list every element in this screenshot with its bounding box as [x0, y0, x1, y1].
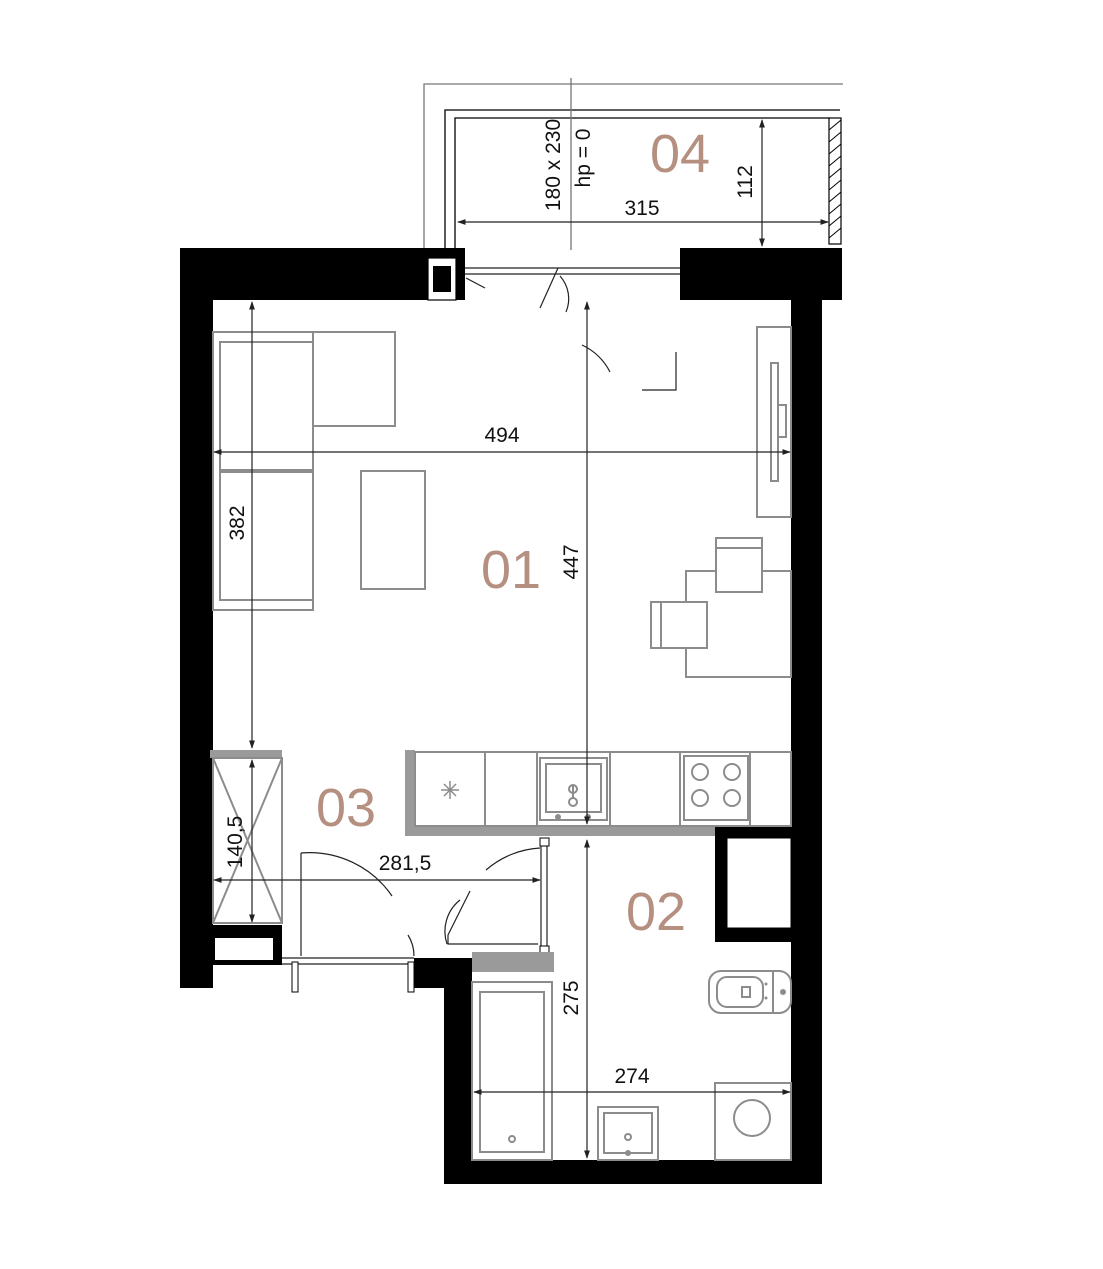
living-width-label: 494	[484, 424, 519, 447]
room-label-03: 03	[316, 778, 376, 838]
tv-unit	[756, 326, 792, 518]
wardrobe-length-label: 140,5	[224, 816, 247, 869]
balcony-door	[465, 267, 680, 313]
bath-width-label: 274	[614, 1065, 649, 1088]
living-height-label: 447	[560, 544, 583, 579]
living-door-swing	[581, 344, 677, 391]
stove-icon	[683, 755, 749, 821]
bathroom-sink	[597, 1106, 659, 1161]
toilet-icon	[708, 970, 792, 1014]
dimension-lines	[213, 119, 829, 1159]
balcony-width-label: 315	[624, 197, 659, 220]
kitchen	[405, 750, 792, 836]
walls	[180, 248, 842, 1184]
sink-icon	[539, 757, 608, 821]
hall-width-label: 281,5	[379, 852, 432, 875]
sofa	[212, 331, 396, 611]
room-label-01: 01	[481, 540, 541, 600]
bath-height-label: 275	[560, 980, 583, 1015]
balcony-height-note: hp = 0	[572, 129, 595, 188]
balcony-depth-label: 112	[734, 165, 757, 198]
balcony-size-note: 180 x 230	[542, 119, 565, 211]
room-label-04: 04	[650, 124, 710, 184]
snowflake-icon	[441, 781, 459, 799]
coffee-table	[360, 470, 426, 590]
balcony-railing	[828, 117, 842, 245]
wardrobe	[210, 750, 283, 924]
balcony-outline	[423, 78, 843, 250]
dining-set	[650, 537, 792, 678]
hall-doors	[282, 837, 554, 993]
sofa-length-label: 382	[226, 505, 249, 540]
bathtub-icon	[471, 981, 553, 1161]
room-label-02: 02	[626, 882, 686, 942]
washing-machine-icon	[714, 1082, 792, 1161]
